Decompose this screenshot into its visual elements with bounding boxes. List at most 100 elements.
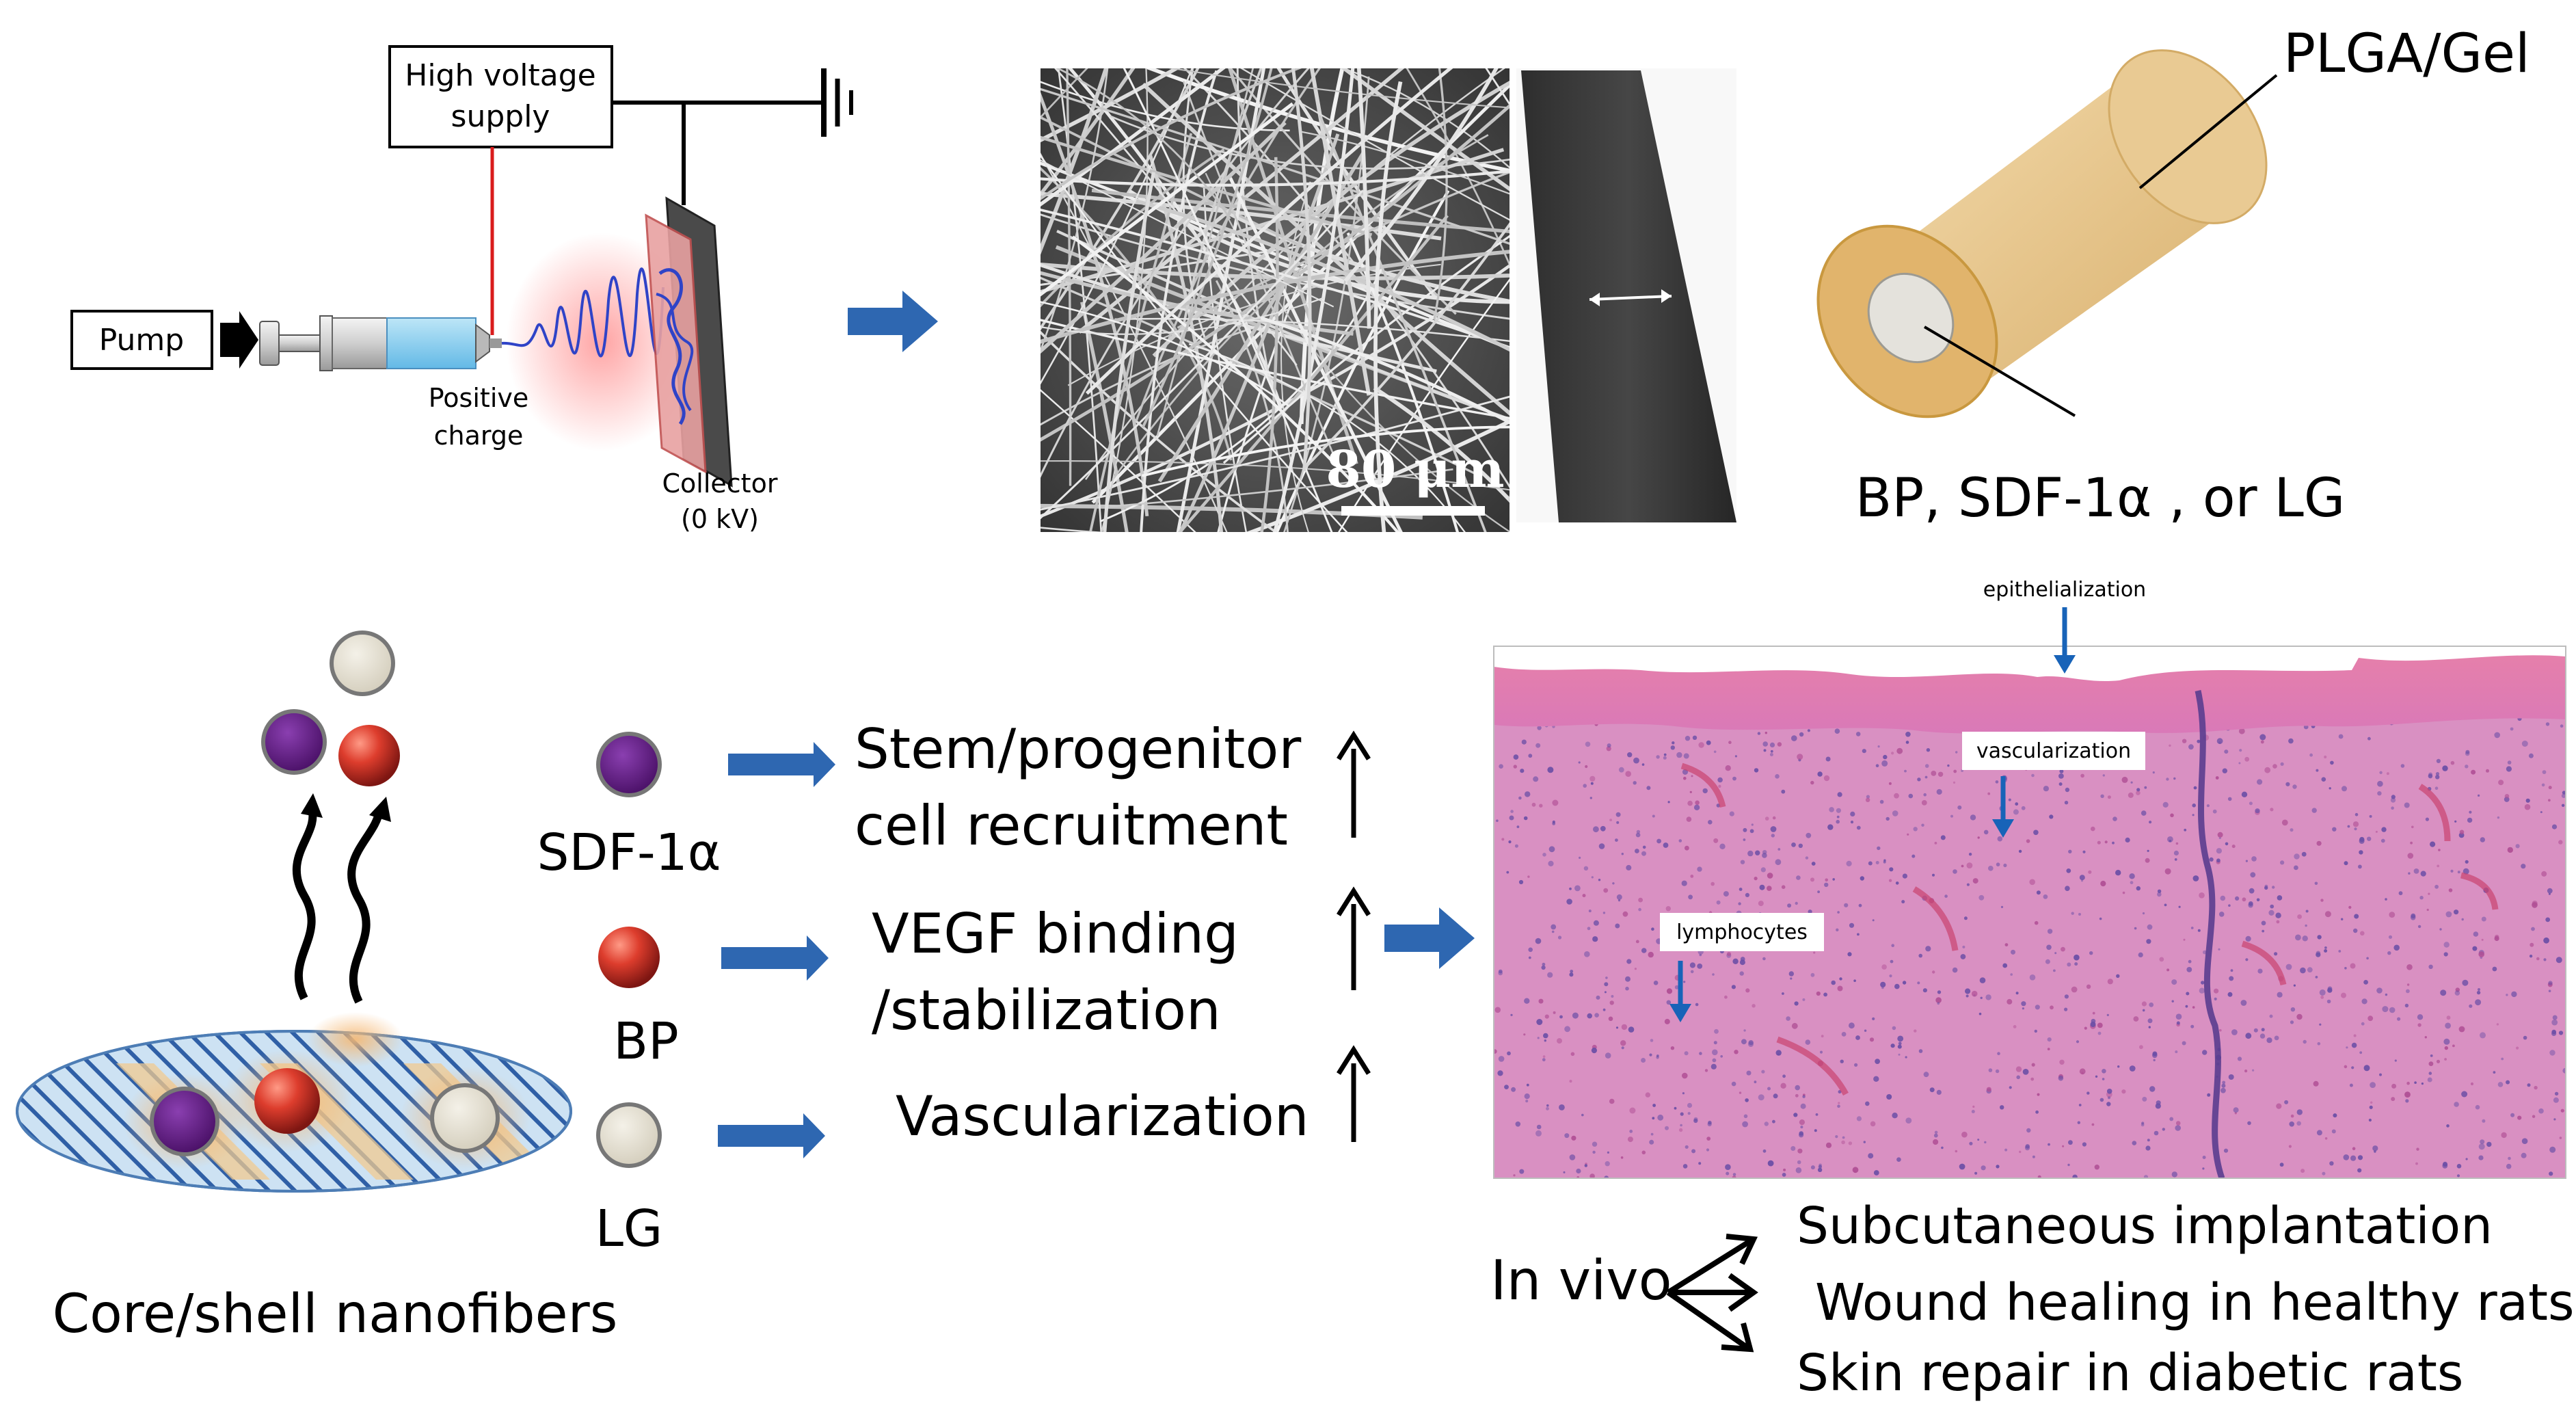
cell-nucleus bbox=[2081, 1072, 2084, 1074]
cell-nucleus bbox=[1847, 952, 1852, 957]
cell-nucleus bbox=[1888, 782, 1892, 785]
cell-nucleus bbox=[2452, 1044, 2455, 1048]
cell-nucleus bbox=[1600, 825, 1606, 832]
cell-nucleus bbox=[2351, 1042, 2357, 1048]
cell-nucleus bbox=[1625, 986, 1629, 991]
cell-nucleus bbox=[1767, 1087, 1771, 1091]
cell-nucleus bbox=[2375, 830, 2378, 833]
cell-nucleus bbox=[2209, 857, 2214, 862]
cell-nucleus bbox=[1751, 823, 1754, 826]
cell-nucleus bbox=[1649, 1053, 1652, 1057]
cell-nucleus bbox=[2030, 1077, 2035, 1081]
cell-nucleus bbox=[2388, 935, 2393, 939]
cell-nucleus bbox=[1925, 946, 1931, 952]
cell-nucleus bbox=[1866, 795, 1870, 799]
cell-nucleus bbox=[2510, 727, 2514, 731]
cell-nucleus bbox=[1905, 1117, 1912, 1124]
cell-nucleus bbox=[1814, 1129, 1817, 1132]
cell-nucleus bbox=[2359, 850, 2363, 855]
cell-nucleus bbox=[1995, 1069, 2000, 1074]
sem-scale-bar bbox=[1341, 506, 1485, 516]
cell-nucleus bbox=[2089, 951, 2093, 955]
sem-fiber bbox=[1144, 68, 1510, 173]
cell-nucleus bbox=[2169, 1117, 2174, 1121]
cell-nucleus bbox=[1905, 1056, 1907, 1059]
cell-nucleus bbox=[1682, 1092, 1685, 1095]
cell-nucleus bbox=[1628, 1026, 1635, 1033]
cell-nucleus bbox=[2411, 913, 2416, 918]
cell-nucleus bbox=[1583, 784, 1587, 788]
cell-nucleus bbox=[1825, 878, 1828, 882]
cell-nucleus bbox=[2153, 1059, 2156, 1062]
cell-nucleus bbox=[2560, 1108, 2564, 1113]
cell-nucleus bbox=[1570, 970, 1574, 973]
cell-nucleus bbox=[2008, 798, 2011, 801]
cell-nucleus bbox=[1947, 764, 1950, 767]
branch-arrows-icon bbox=[1666, 1234, 1758, 1353]
cell-nucleus bbox=[2215, 776, 2219, 780]
cell-nucleus bbox=[1923, 1072, 1929, 1078]
cell-nucleus bbox=[2354, 914, 2359, 919]
cell-nucleus bbox=[2385, 898, 2387, 901]
cell-nucleus bbox=[1732, 776, 1736, 781]
cell-nucleus bbox=[2156, 1100, 2161, 1106]
cell-nucleus bbox=[1800, 1103, 1806, 1109]
cell-nucleus bbox=[2467, 817, 2473, 823]
cell-nucleus bbox=[1596, 995, 1600, 1000]
cell-nucleus bbox=[1997, 1052, 2000, 1055]
cell-nucleus bbox=[2276, 920, 2280, 924]
sem-fiber bbox=[1041, 330, 1278, 532]
cell-nucleus bbox=[2552, 1015, 2558, 1020]
cell-nucleus bbox=[2344, 861, 2348, 866]
cell-nucleus bbox=[2175, 1121, 2181, 1126]
cell-nucleus bbox=[2469, 1004, 2473, 1008]
cell-nucleus bbox=[1805, 1039, 1811, 1045]
cell-nucleus bbox=[2285, 782, 2290, 786]
cell-nucleus bbox=[2047, 1048, 2050, 1050]
cell-nucleus bbox=[2108, 1096, 2110, 1100]
cell-nucleus bbox=[2435, 775, 2440, 780]
cell-nucleus bbox=[1988, 866, 1994, 871]
sem-fiber bbox=[1080, 302, 1129, 532]
cell-nucleus bbox=[1718, 784, 1721, 788]
cell-nucleus bbox=[1525, 1100, 1529, 1103]
cell-nucleus bbox=[2206, 804, 2210, 808]
cell-nucleus bbox=[1663, 756, 1667, 760]
cell-nucleus bbox=[1541, 965, 1546, 970]
cell-nucleus bbox=[1941, 1146, 1944, 1150]
cell-nucleus bbox=[2102, 1069, 2106, 1074]
sem-fiber bbox=[1071, 235, 1400, 532]
cell-nucleus bbox=[1665, 1126, 1669, 1130]
cell-nucleus bbox=[2408, 872, 2411, 875]
cell-nucleus bbox=[2538, 1108, 2544, 1114]
cell-nucleus bbox=[2231, 1029, 2238, 1035]
cell-nucleus bbox=[1524, 998, 1530, 1004]
cell-nucleus bbox=[1691, 1149, 1696, 1154]
cell-nucleus bbox=[2406, 983, 2410, 986]
cell-nucleus bbox=[2022, 1069, 2029, 1075]
cell-nucleus bbox=[1823, 775, 1830, 782]
cell-nucleus bbox=[1902, 873, 1907, 879]
cell-nucleus bbox=[2032, 1155, 2035, 1158]
cell-nucleus bbox=[1509, 815, 1514, 821]
cell-nucleus bbox=[1689, 791, 1692, 793]
cell-nucleus bbox=[2145, 1145, 2151, 1151]
cell-nucleus bbox=[1953, 869, 1957, 874]
cell-nucleus bbox=[1656, 755, 1660, 759]
cell-nucleus bbox=[2360, 931, 2365, 936]
cell-nucleus bbox=[2465, 1158, 2468, 1160]
positive-charge-line1: Positive bbox=[429, 383, 529, 413]
cell-nucleus bbox=[2238, 728, 2245, 734]
release-arrow-icon bbox=[292, 805, 317, 1000]
cell-nucleus bbox=[2320, 996, 2324, 999]
cell-nucleus bbox=[1965, 994, 1969, 998]
cell-nucleus bbox=[1589, 1173, 1595, 1178]
cell-nucleus bbox=[2007, 998, 2013, 1005]
cell-nucleus bbox=[2112, 841, 2115, 845]
cell-nucleus bbox=[2424, 1036, 2427, 1039]
cell-nucleus bbox=[1842, 1136, 1845, 1139]
cell-nucleus bbox=[2272, 764, 2277, 769]
cell-nucleus bbox=[1670, 745, 1675, 750]
cell-nucleus bbox=[2045, 959, 2050, 964]
cell-nucleus bbox=[2004, 943, 2009, 946]
